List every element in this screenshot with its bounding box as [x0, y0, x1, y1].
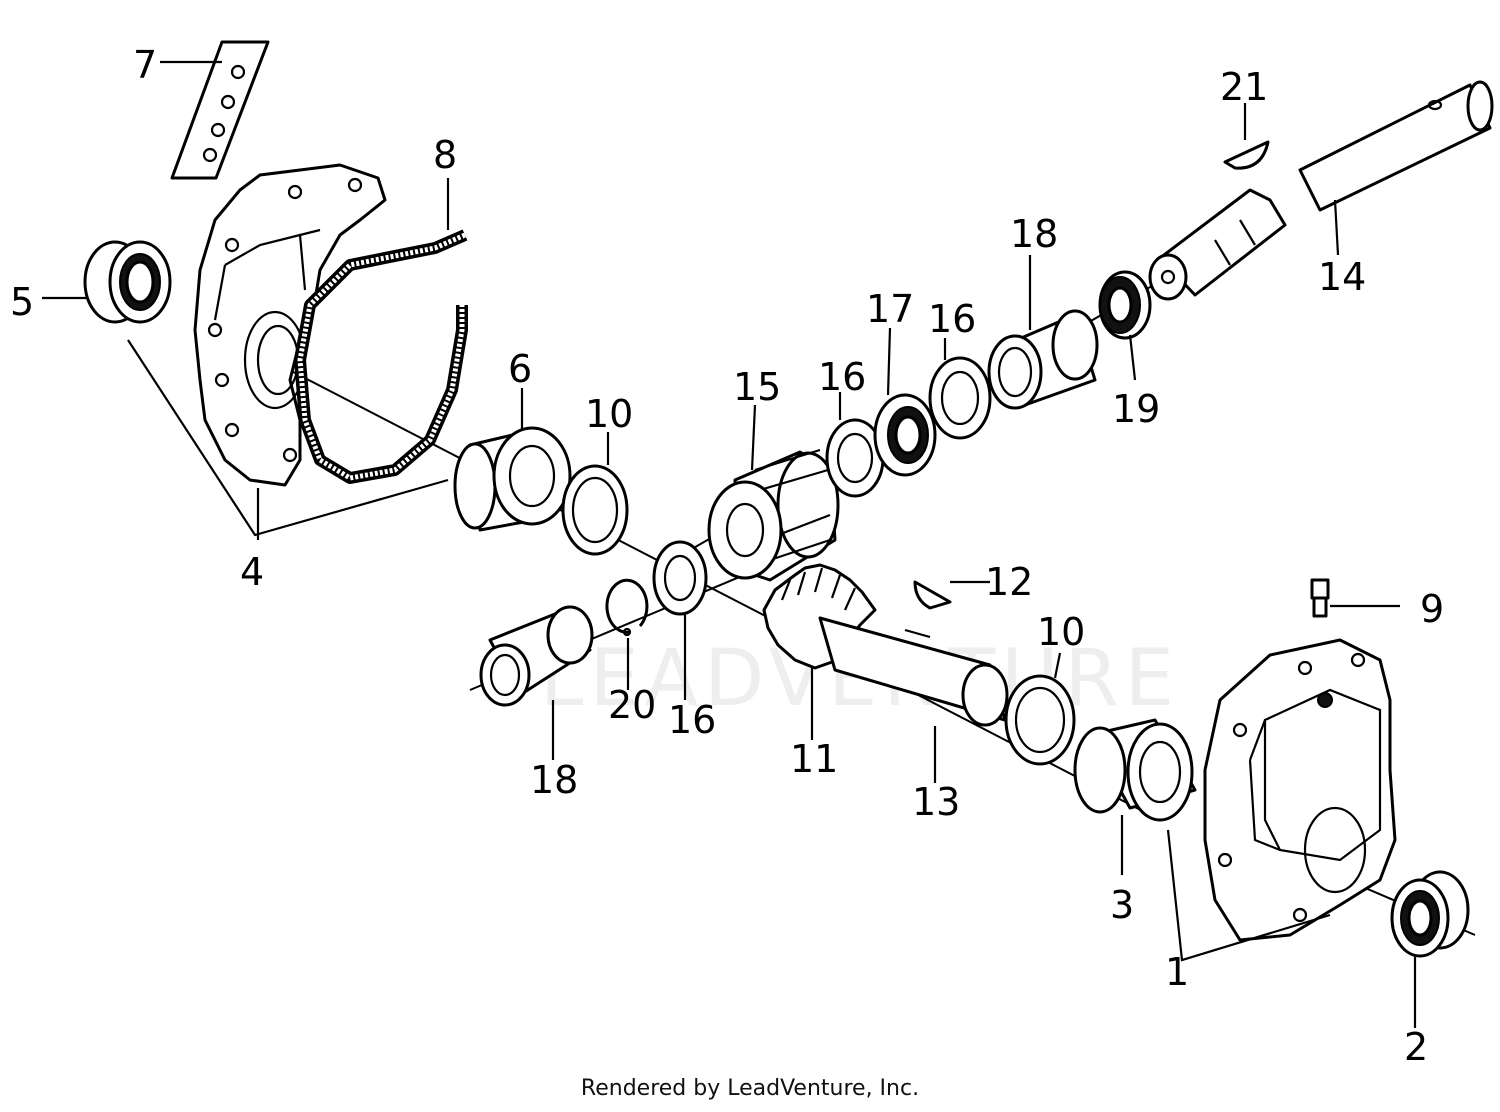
- callout-8: 8: [433, 133, 457, 177]
- callout-4: 4: [240, 550, 264, 594]
- left-housing-cover-part: [193, 163, 387, 487]
- callout-21: 21: [1220, 65, 1268, 109]
- upper-washer-part: [561, 464, 629, 556]
- callout-3: 3: [1110, 883, 1134, 927]
- callout-labels: 1 2 3 4 5 6 7 8 9 10 10 11 12 13 14 15 1…: [10, 43, 1444, 1069]
- lower-washer-part: [1004, 674, 1076, 766]
- callout-20: 20: [608, 683, 656, 727]
- right-housing-part: [1203, 638, 1397, 942]
- worm-gear-part: [707, 448, 840, 582]
- pinion-gear-part: [762, 563, 877, 670]
- callout-18-lower: 18: [530, 758, 578, 802]
- callout-7: 7: [133, 43, 157, 87]
- callout-leader-lines: [42, 60, 1417, 1028]
- callout-13: 13: [912, 780, 960, 824]
- callout-15: 15: [733, 365, 781, 409]
- bearing-part: [873, 393, 937, 477]
- output-shaft-part: [1148, 80, 1494, 301]
- left-oil-seal-part: [83, 240, 172, 324]
- callout-12: 12: [985, 560, 1033, 604]
- callout-17: 17: [866, 287, 914, 331]
- callout-19: 19: [1112, 387, 1160, 431]
- callout-2: 2: [1404, 1025, 1428, 1069]
- callout-16-upper-a: 16: [818, 355, 866, 399]
- callout-14: 14: [1318, 255, 1366, 299]
- right-oil-seal-part: [1390, 870, 1470, 958]
- callout-11: 11: [790, 737, 838, 781]
- gasket-part: [294, 229, 468, 484]
- breather-plug-part: [1310, 578, 1330, 618]
- callout-9: 9: [1420, 587, 1444, 631]
- callout-5: 5: [10, 280, 34, 324]
- upper-seal-part: [1098, 270, 1152, 340]
- lower-sleeve-part: [479, 605, 594, 707]
- right-bushing-part: [1073, 718, 1197, 822]
- snap-ring-part: [605, 578, 649, 637]
- callout-10-upper: 10: [585, 392, 633, 436]
- callout-18-upper: 18: [1010, 212, 1058, 256]
- callout-16-lower: 16: [668, 698, 716, 742]
- callout-1: 1: [1165, 950, 1189, 994]
- bracket-plate-part: [170, 40, 270, 180]
- callout-6: 6: [508, 347, 532, 391]
- callout-10-lower: 10: [1037, 610, 1085, 654]
- lower-key-part: [913, 580, 952, 610]
- callout-16-upper-b: 16: [928, 297, 976, 341]
- rendered-by-credit: Rendered by LeadVenture, Inc.: [580, 1076, 920, 1101]
- upper-sleeve-part: [987, 309, 1099, 410]
- washer-upper-b-part: [928, 356, 992, 440]
- upper-key-part: [1223, 140, 1270, 170]
- washer-lower-part: [652, 540, 708, 616]
- left-bushing-part: [453, 426, 572, 532]
